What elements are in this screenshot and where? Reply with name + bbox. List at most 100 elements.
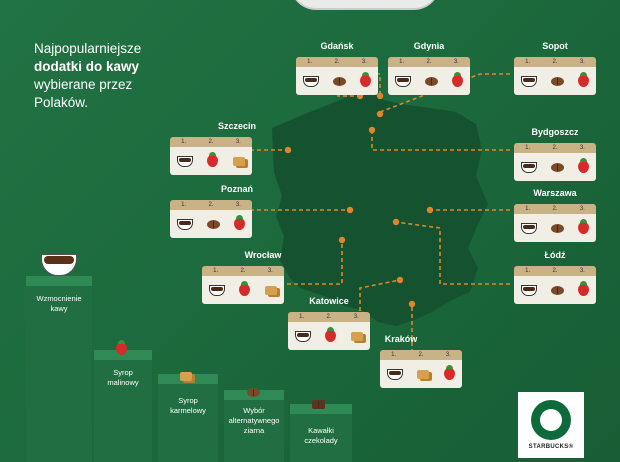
rank-header: 1.2.3.: [170, 137, 252, 147]
city-card-warszawa: Warszawa 1.2.3.: [514, 188, 596, 242]
bean-icon: [207, 219, 220, 229]
strawberry-icon: [325, 327, 337, 342]
bean-icon: [551, 285, 564, 295]
strawberry-icon: [239, 281, 251, 296]
coffee-icon: [521, 284, 537, 296]
podium-3: Syrop karmelowy: [158, 372, 218, 462]
city-name: Łódź: [544, 250, 566, 260]
headline: Najpopularniejsze dodatki do kawy wybier…: [34, 40, 184, 112]
strawberry-icon: [578, 158, 589, 173]
caramel-icon: [180, 372, 192, 381]
rank-header: 1.2.3.: [514, 204, 596, 214]
bean-icon: [247, 388, 260, 397]
headline-line-3: wybierane przez: [34, 77, 133, 92]
rank-icons: [380, 360, 462, 388]
podium-1: Wzmocnienie kawy: [26, 254, 92, 462]
rank-header: 1.2.3.: [514, 143, 596, 153]
strawberry-icon: [578, 72, 589, 87]
podium-2: Syrop malinowy: [94, 340, 152, 462]
city-name: Gdynia: [413, 41, 445, 51]
city-card-krakow: Kraków 1.2.3.: [380, 334, 462, 388]
podium-4: Wybór alternatywnego ziarna: [224, 388, 284, 462]
city-name: Bydgoszcz: [531, 127, 579, 137]
city-name: Gdańsk: [320, 41, 354, 51]
caramel-icon: [350, 331, 363, 341]
podium-label: Wzmocnienie kawy: [36, 294, 82, 313]
rank-icons: [202, 276, 284, 304]
city-card-lodz: Łódź 1.2.3.: [514, 250, 596, 304]
rank-header: 1.2.3.: [388, 57, 470, 67]
strawberry-icon: [116, 340, 127, 355]
headline-line-1: Najpopularniejsze: [34, 41, 142, 56]
rank-header: 1.2.3.: [296, 57, 378, 67]
city-name: Kraków: [384, 334, 418, 344]
city-card-wroclaw: Wrocław 1.2.3.: [202, 250, 284, 304]
rank-icons: [170, 210, 252, 238]
caramel-icon: [264, 285, 277, 295]
chocolate-icon: [312, 400, 325, 409]
bean-icon: [551, 162, 564, 172]
strawberry-icon: [578, 281, 589, 296]
bean-icon: [551, 223, 564, 233]
strawberry-icon: [443, 365, 455, 380]
podium-label: Syrop malinowy: [107, 368, 139, 387]
city-card-katowice: Katowice 1.2.3.: [288, 296, 370, 350]
caramel-icon: [417, 369, 430, 379]
city-name: Katowice: [309, 296, 349, 306]
coffee-icon: [387, 368, 404, 380]
coffee-icon: [209, 284, 226, 296]
city-card-sopot: Sopot 1.2.3.: [514, 41, 596, 95]
podium-label: Syrop karmelowy: [170, 396, 206, 415]
city-name: Sopot: [542, 41, 568, 51]
city-name: Poznań: [220, 184, 253, 194]
strawberry-icon: [207, 152, 219, 167]
bean-icon: [333, 76, 346, 86]
strawberry-icon: [452, 72, 463, 87]
rank-header: 1.2.3.: [380, 350, 462, 360]
podium-label: Kawałki czekolady: [304, 426, 338, 445]
coffee-icon: [521, 75, 537, 87]
coffee-icon: [177, 155, 194, 167]
podium-label: Wybór alternatywnego ziarna: [228, 406, 280, 435]
city-card-szczecin: Szczecin 1.2.3.: [170, 121, 256, 175]
coffee-cup-edge: [290, 0, 440, 8]
coffee-icon: [303, 75, 319, 87]
coffee-icon: [395, 75, 411, 87]
rank-icons: [514, 153, 596, 181]
rank-icons: [296, 67, 378, 95]
city-card-gdansk: Gdańsk 1.2.3.: [296, 41, 378, 95]
coffee-icon: [295, 330, 312, 342]
rank-icons: [170, 147, 252, 175]
brand-wordmark: STARBUCKS®: [528, 444, 574, 450]
city-card-bydgoszcz: Bydgoszcz 1.2.3.: [514, 127, 596, 181]
coffee-cup-icon: [41, 254, 77, 276]
coffee-icon: [177, 218, 193, 230]
strawberry-icon: [578, 219, 589, 234]
coffee-icon: [521, 161, 537, 173]
city-name: Wrocław: [244, 250, 282, 260]
bean-icon: [425, 76, 438, 86]
headline-line-2: dodatki do kawy: [34, 59, 140, 74]
siren-icon: [531, 400, 571, 440]
city-name: Warszawa: [533, 188, 577, 198]
starbucks-logo: STARBUCKS®: [518, 392, 584, 458]
rank-header: 1.2.3.: [202, 266, 284, 276]
city-markers: [284, 92, 434, 308]
caramel-icon: [232, 156, 245, 166]
rank-header: 1.2.3.: [288, 312, 370, 322]
city-card-gdynia: Gdynia 1.2.3.: [388, 41, 470, 95]
poland-silhouette: [272, 92, 488, 326]
rank-icons: [514, 214, 596, 242]
strawberry-icon: [234, 215, 245, 230]
rank-icons: [514, 276, 596, 304]
bean-icon: [551, 76, 564, 86]
podium-5: Kawałki czekolady: [290, 400, 352, 462]
rank-icons: [514, 67, 596, 95]
rank-header: 1.2.3.: [170, 200, 252, 210]
rank-icons: [288, 322, 370, 350]
strawberry-icon: [360, 72, 371, 87]
headline-line-4: Polaków.: [34, 95, 89, 110]
rank-icons: [388, 67, 470, 95]
coffee-icon: [521, 222, 537, 234]
